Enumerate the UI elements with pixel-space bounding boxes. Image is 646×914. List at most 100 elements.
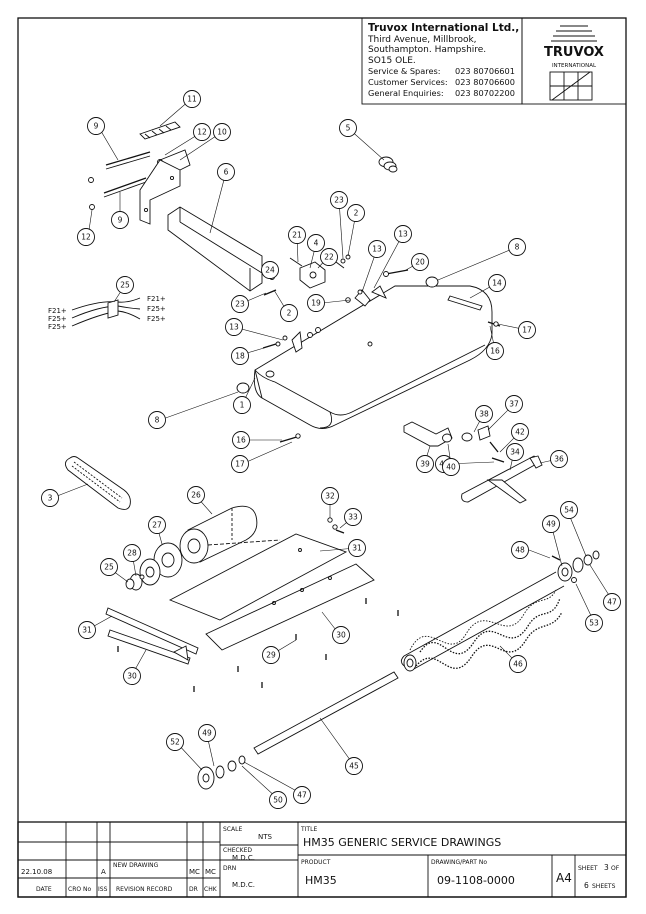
address-line-1: Third Avenue, Millbrook, [367,35,477,45]
drn-value: M.D.C. [232,881,255,889]
part-clip [139,121,181,140]
svg-text:52: 52 [170,738,180,747]
callout-2a: 2 [347,204,365,222]
callout-3: 3 [41,489,59,507]
of-label: OF [611,865,620,872]
svg-text:47: 47 [607,598,617,607]
hdr-iss: ISS [98,886,108,893]
part-shaft-pulley [197,755,246,790]
callout-48a: 47 [603,593,621,611]
svg-text:54: 54 [564,506,574,515]
callout-17b: 17 [231,455,249,473]
svg-text:18: 18 [235,352,245,361]
phone-number-1: 023 80706601 [455,66,515,76]
hdr-chk: CHK [204,886,218,893]
callout-23: 25 [116,276,134,294]
svg-text:1: 1 [240,401,245,410]
svg-text:13: 13 [229,323,239,332]
title-block: 22.10.08 A NEW DRAWING MC MC DATE CRO No… [17,821,627,898]
truvox-logo: TRUVOX INTERNATIONAL [544,25,604,101]
callout-33: 31 [78,621,96,639]
svg-text:49: 49 [202,729,212,738]
callout-39: 37 [505,395,523,413]
sheets-label: SHEETS [592,883,616,890]
callout-8b: 8 [148,411,166,429]
part-drive-belt [65,456,131,510]
wire-left-2: F25+ [48,315,67,323]
svg-text:2: 2 [287,309,292,318]
rev-dr: MC [189,868,200,876]
svg-text:22: 22 [324,253,334,262]
sheet-label: SHEET [578,865,598,872]
callout-13b: 12 [77,228,95,246]
callout-46: 45 [345,757,363,775]
logo-word: TRUVOX [544,45,604,60]
part-brush-roll [400,571,565,672]
svg-text:31: 31 [82,626,92,635]
svg-text:3: 3 [48,494,53,503]
callout-32: 30 [123,667,141,685]
svg-text:38: 38 [479,410,489,419]
svg-text:13: 13 [372,245,382,254]
phone-label-2: Customer Services: [368,77,448,87]
product-label: PRODUCT [301,859,331,866]
callout-18b: 18 [231,347,249,365]
exploded-parts [65,121,600,790]
callout-12c: 13 [225,318,243,336]
svg-text:17: 17 [522,326,532,335]
part-brush-drive-end [557,550,600,582]
company-name: Truvox International Ltd., [368,22,519,34]
callout-16b: 16 [232,431,250,449]
svg-text:12: 12 [197,128,207,137]
svg-text:24: 24 [265,266,275,275]
svg-text:5: 5 [346,124,351,133]
callout-22b: 23 [231,295,249,313]
svg-text:36: 36 [554,455,564,464]
wire-right-3: F25+ [147,315,166,323]
svg-text:30: 30 [127,672,137,681]
callout-9b: 9 [111,211,129,229]
callout-11: 11 [183,90,201,108]
drawing-label: DRAWING/PART No [431,859,487,866]
svg-text:33: 33 [348,513,358,522]
svg-text:53: 53 [589,619,599,628]
svg-text:40: 40 [446,463,456,472]
part-wiring-harness [71,297,141,327]
svg-text:34: 34 [510,448,520,457]
part-main-housing [253,285,493,429]
svg-text:9: 9 [118,216,123,225]
wire-left-1: F21+ [48,307,67,315]
svg-text:2: 2 [354,209,359,218]
part-pulley [125,573,145,591]
hdr-dr: DR [189,886,198,893]
svg-text:12: 12 [81,233,91,242]
callout-2b: 2 [280,304,298,322]
drawing-value: 09-1108-0000 [437,874,515,887]
phone-number-2: 023 80706600 [455,77,515,87]
part-lever-assembly [403,421,543,504]
sheets-total: 6 [584,881,589,890]
callout-25: 25 [100,558,118,576]
svg-text:48: 48 [515,546,525,555]
svg-text:6: 6 [224,168,229,177]
svg-text:45: 45 [349,762,359,771]
rev-issue: A [101,868,106,876]
product-value: HM35 [305,874,337,887]
svg-text:20: 20 [415,258,425,267]
svg-text:27: 27 [152,521,162,530]
svg-text:25: 25 [104,563,114,572]
wire-right-1: F21+ [147,295,166,303]
callout-8a: 8 [508,238,526,256]
callout-29: 29 [262,646,280,664]
part-switch [289,257,345,289]
svg-text:42: 42 [515,428,525,437]
rev-chk: MC [205,868,216,876]
callout-13a: 12 [193,123,211,141]
svg-text:46: 46 [513,660,523,669]
svg-text:16: 16 [490,347,500,356]
phone-label-1: Service & Spares: [368,66,441,76]
svg-text:28: 28 [127,549,137,558]
svg-text:19: 19 [311,299,321,308]
callout-12b: 13 [368,240,386,258]
address-line-3: SO15 OLE. [368,56,416,66]
